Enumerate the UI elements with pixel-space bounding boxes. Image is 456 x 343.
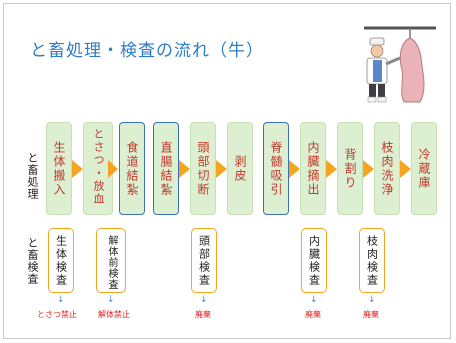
flow-arrow <box>72 160 83 178</box>
meat-worker-with-carcass-illustration <box>364 26 436 103</box>
flow-arrow <box>179 160 190 178</box>
row-label-inspection-text: と畜検査 <box>26 237 39 285</box>
flow-arrow <box>289 160 300 178</box>
step-carcass-washing: 枝肉洗浄 <box>374 122 400 215</box>
step-label: 背割り <box>343 147 357 190</box>
row-label-process: と畜処理 <box>17 148 47 208</box>
flow-arrow <box>326 160 337 178</box>
inspection-label: 頭部検査 <box>197 235 211 287</box>
row-label-process-text: と畜処理 <box>26 152 39 200</box>
row-label-inspection: と畜検査 <box>17 233 47 293</box>
step-cold-storage: 冷蔵庫 <box>411 122 437 215</box>
step-label: 冷蔵庫 <box>417 147 431 190</box>
step-rectum-ligation: 直腸結紮 <box>153 122 179 215</box>
result-discard: 廃棄 <box>195 310 211 319</box>
step-head-removal: 頭部切断 <box>190 122 216 215</box>
result-discard: 廃棄 <box>363 310 379 319</box>
step-label: 直腸結紮 <box>159 140 173 197</box>
inspection-carcass: 枝肉検査 <box>359 228 385 293</box>
down-arrow-icon: ↓ <box>57 295 65 305</box>
step-label: とさつ・放血 <box>92 127 105 206</box>
step-label: 内臓摘出 <box>306 140 320 197</box>
step-label: 剥皮 <box>233 154 247 183</box>
flow-arrow <box>108 160 118 178</box>
result-discard: 廃棄 <box>305 310 321 319</box>
inspection-viscera: 内臓検査 <box>301 228 327 293</box>
step-label: 食道結紮 <box>125 140 139 197</box>
flow-arrow <box>216 160 227 178</box>
step-label: 生体搬入 <box>52 140 66 197</box>
step-spinal-cord-suction: 脊髄吸引 <box>263 122 289 215</box>
flow-arrow <box>363 160 374 178</box>
step-label: 頭部切断 <box>196 140 210 197</box>
inspection-label: 生体検査 <box>54 235 68 287</box>
flow-arrow <box>400 160 411 178</box>
result-no-slaughter: とさつ禁止 <box>37 310 77 319</box>
inspection-label: 内臓検査 <box>307 235 321 287</box>
down-arrow-icon: ↓ <box>107 295 115 305</box>
inspection-pre-dressing: 解体前検査 <box>96 228 126 293</box>
down-arrow-icon: ↓ <box>368 295 376 305</box>
step-skinning: 剥皮 <box>227 122 253 215</box>
slide-title: と畜処理・検査の流れ（牛） <box>30 41 264 61</box>
step-esophagus-ligation: 食道結紮 <box>119 122 145 215</box>
inspection-live: 生体検査 <box>48 228 74 293</box>
down-arrow-icon: ↓ <box>310 295 318 305</box>
step-label: 脊髄吸引 <box>269 140 283 197</box>
inspection-label: 解体前検査 <box>106 235 117 290</box>
inspection-label: 枝肉検査 <box>365 235 379 287</box>
step-evisceration: 内臓摘出 <box>300 122 326 215</box>
step-label: 枝肉洗浄 <box>380 140 394 197</box>
result-no-dressing: 解体禁止 <box>98 310 130 319</box>
step-splitting: 背割り <box>337 122 363 215</box>
inspection-head: 頭部検査 <box>191 228 217 293</box>
down-arrow-icon: ↓ <box>200 295 208 305</box>
step-live-intake: 生体搬入 <box>46 122 72 215</box>
slide-frame <box>3 3 451 339</box>
